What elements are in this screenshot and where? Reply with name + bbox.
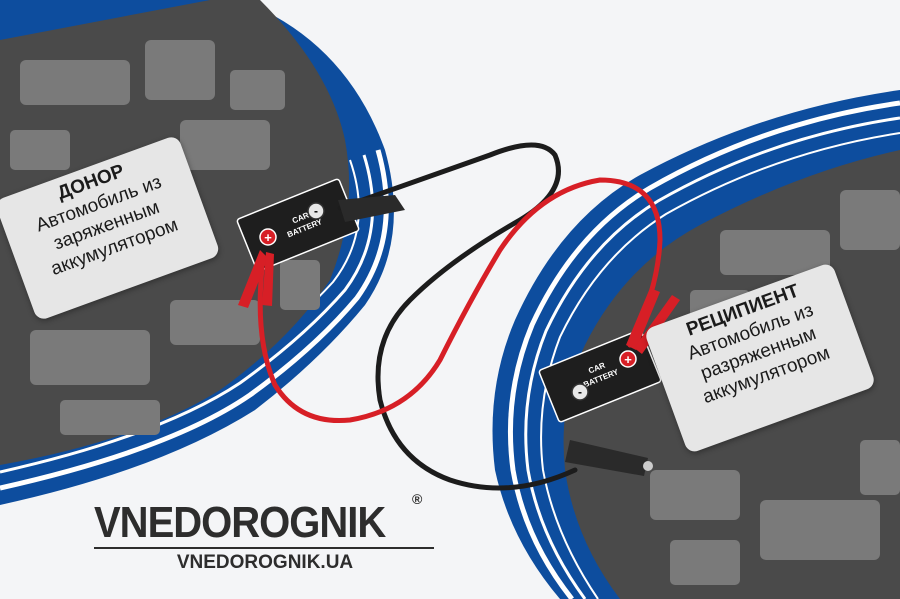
donor-battery: CAR BATTERY [236,178,360,272]
donor-positive-clamp: + [238,228,277,308]
donor-engine-parts [10,40,320,435]
donor-negative-sign: - [314,204,318,218]
donor-car-trim-2 [0,154,375,474]
donor-positive-sign: + [264,230,272,245]
recipient-engine-parts [650,190,900,585]
brand-logo: VNEDOROGNIK [94,499,386,547]
recipient-car-trim-2 [524,116,900,599]
recipient-positive-terminal [619,350,637,368]
brand-divider [94,547,434,549]
positive-cable [257,177,663,424]
negative-cable [337,142,578,491]
brand-url[interactable]: VNEDOROGNIK.UA [176,552,354,573]
recipient-car-trim-1 [507,100,900,599]
registered-mark: ® [412,491,423,507]
donor-negative-terminal [307,202,325,220]
donor-negative-clamp: - [307,195,405,222]
recipient-negative-terminal [571,383,589,401]
recipient-negative-clamp: - [565,383,653,476]
donor-car-trim-1 [0,149,389,491]
recipient-negative-clamp-pivot [643,461,653,471]
donor-positive-terminal [259,228,277,246]
brand-block: VNEDOROGNIK ® VNEDOROGNIK.UA [90,491,440,582]
recipient-car-trim-3 [540,132,900,599]
recipient-positive-sign: + [624,352,632,367]
recipient-negative-sign: - [578,385,582,399]
